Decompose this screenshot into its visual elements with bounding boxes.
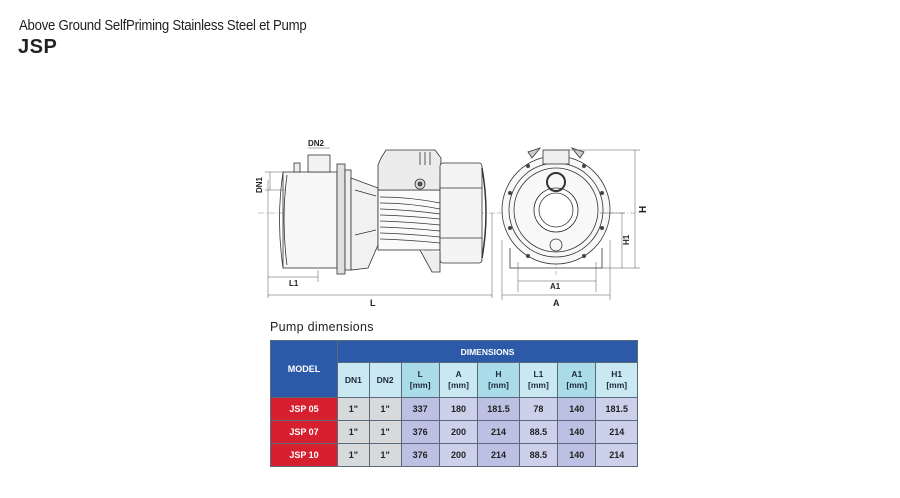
product-subtitle: Above Ground SelfPriming Stainless Steel… (19, 17, 307, 34)
a1-cell: 140 (557, 397, 597, 421)
l-cell: 376 (400, 420, 440, 444)
a-cell: 200 (438, 443, 479, 467)
dimensions-header: DIMENSIONS (337, 340, 638, 363)
l1-label: L1 (289, 279, 299, 288)
a-label: A (553, 298, 560, 308)
l-label: L (370, 298, 376, 308)
h-label: H (638, 206, 649, 213)
l-cell: 376 (400, 443, 440, 467)
model-cell: JSP 05 (270, 397, 338, 421)
table-row: JSP 07 1" 1" 376 200 214 88.5 140 214 (270, 420, 638, 444)
model-cell: JSP 10 (270, 443, 338, 467)
a1-cell: 140 (557, 443, 597, 467)
h-cell: 214 (477, 443, 520, 467)
a-cell: 180 (438, 397, 479, 421)
l1-cell: 88.5 (518, 443, 559, 467)
l1-cell: 78 (518, 397, 559, 421)
table-row: JSP 10 1" 1" 376 200 214 88.5 140 214 (270, 443, 638, 467)
col-header-a1: A1[mm] (557, 362, 597, 398)
pump-front-view (498, 147, 640, 300)
product-title: JSP (18, 36, 58, 58)
col-header-h1: H1[mm] (595, 362, 638, 398)
dn2-cell: 1" (368, 420, 402, 444)
l-cell: 337 (400, 397, 440, 421)
h1-cell: 181.5 (595, 397, 638, 421)
dn1-cell: 1" (337, 420, 370, 444)
dn2-label: DN2 (308, 139, 325, 148)
col-header-dn1: DN1 (337, 362, 370, 398)
dn1-label: DN1 (255, 176, 264, 193)
h1-cell: 214 (595, 443, 638, 467)
col-header-a: A[mm] (438, 362, 479, 398)
col-header-l1: L1[mm] (518, 362, 559, 398)
dn1-cell: 1" (337, 443, 370, 467)
pump-technical-drawing: DN2 DN1 L1 L (255, 139, 649, 308)
a1-cell: 140 (557, 420, 597, 444)
col-header-dn2: DN2 (368, 362, 402, 398)
h1-cell: 214 (595, 420, 638, 444)
table-row: JSP 05 1" 1" 337 180 181.5 78 140 181.5 (270, 397, 638, 421)
pump-dimensions-heading: Pump dimensions (270, 320, 374, 334)
model-header: MODEL (270, 340, 338, 398)
h1-label: H1 (622, 234, 631, 245)
h-cell: 214 (477, 420, 520, 444)
a-cell: 200 (438, 420, 479, 444)
col-header-h: H[mm] (477, 362, 520, 398)
pump-side-view (258, 147, 498, 298)
dn2-cell: 1" (368, 397, 402, 421)
model-cell: JSP 07 (270, 420, 338, 444)
pump-dimensions-table: MODEL DIMENSIONS DN1 DN2 L[mm] A[mm] H[m… (270, 340, 638, 467)
l1-cell: 88.5 (518, 420, 559, 444)
col-header-l: L[mm] (400, 362, 440, 398)
dn1-cell: 1" (337, 397, 370, 421)
dn2-cell: 1" (368, 443, 402, 467)
a1-label: A1 (550, 282, 561, 291)
h-cell: 181.5 (477, 397, 520, 421)
